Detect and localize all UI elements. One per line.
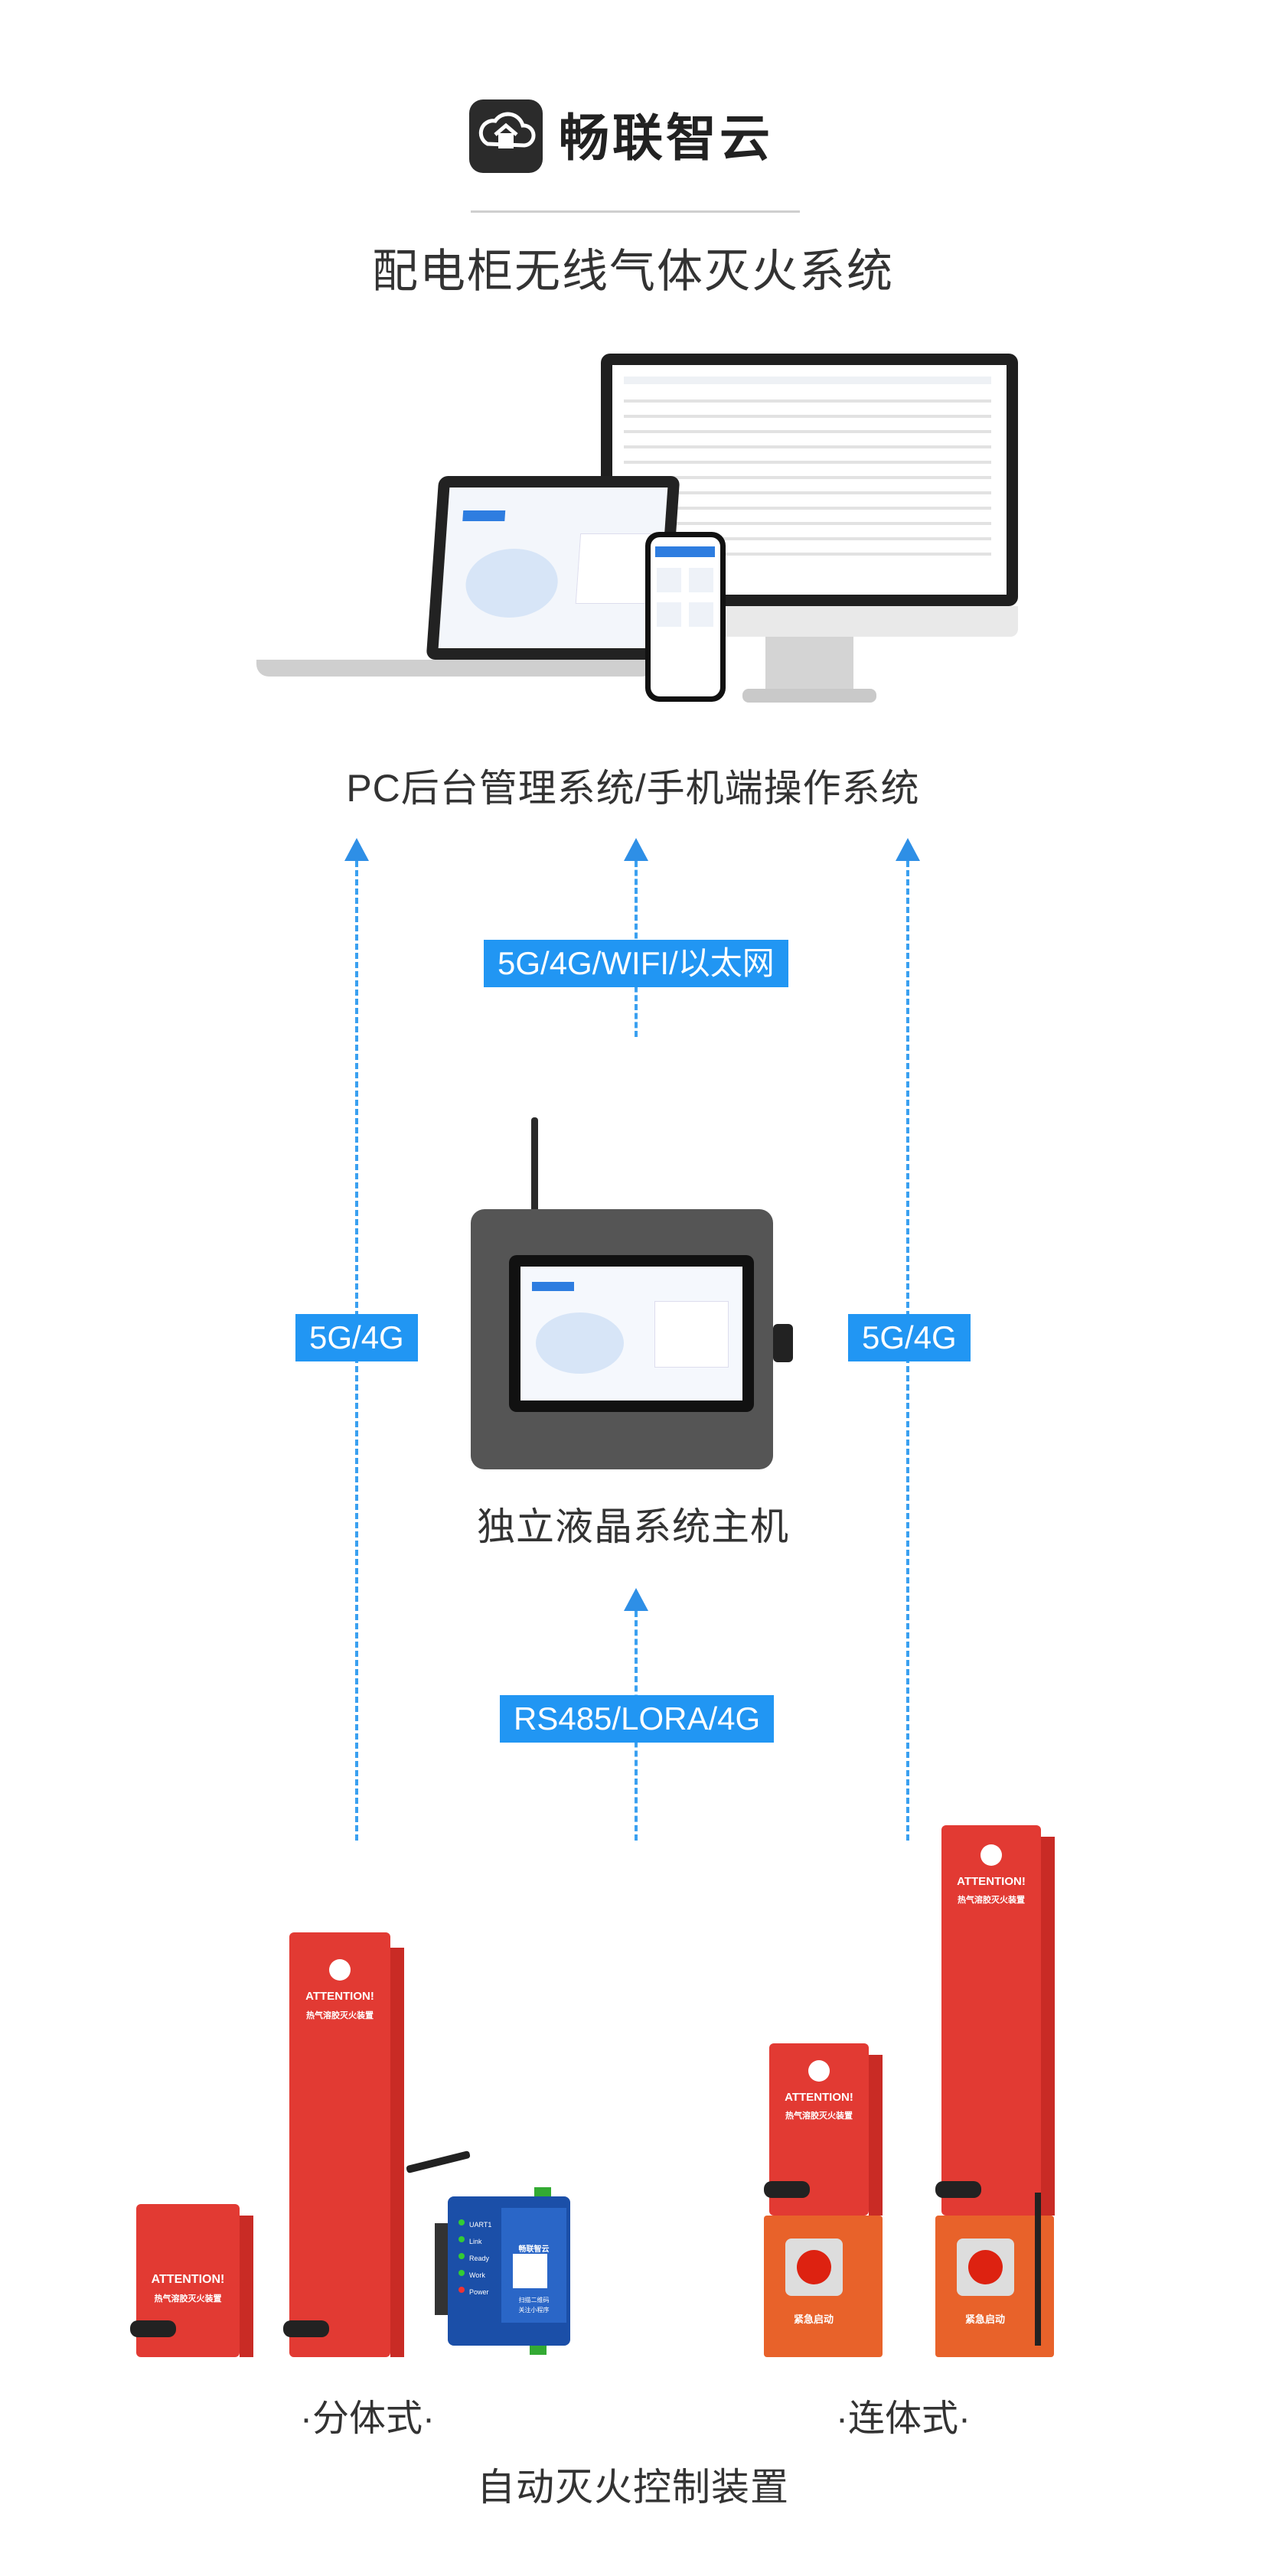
fire-logo-icon: [808, 2060, 830, 2082]
monitor-stand: [765, 637, 853, 694]
emergency-button[interactable]: [797, 2250, 831, 2284]
led-icon: [458, 2270, 465, 2276]
arrow-up-icon: [624, 838, 648, 861]
antenna: [1035, 2193, 1041, 2346]
header-divider: [471, 210, 800, 213]
emergency-base: 紧急启动: [935, 2216, 1054, 2357]
led-icon: [458, 2219, 465, 2225]
laptop-base: [256, 660, 654, 677]
cylinder-name: 热气溶胶灭火装置: [785, 2111, 853, 2121]
attention-label: ATTENTION!: [957, 1875, 1026, 1888]
split-type-label: ·分体式·: [300, 2398, 435, 2439]
cylinder-side: [240, 2216, 253, 2357]
dtu-brand: 畅联智云: [518, 2245, 550, 2254]
laptop-screen: [438, 487, 668, 648]
dtu-bracket: [435, 2223, 450, 2315]
fire-logo-icon: [980, 1844, 1002, 1866]
cylinder-name: 热气溶胶灭火装置: [306, 2011, 374, 2020]
tag-left: 5G/4G: [295, 1314, 418, 1361]
cylinder-side: [390, 1948, 404, 2357]
bottom-caption: 自动灭火控制装置: [477, 2466, 789, 2509]
host-caption: 独立液晶系统主机: [477, 1505, 789, 1548]
dtu-module: UART1 Link Ready Work Power 畅联智云 扫描二维码 关…: [448, 2196, 570, 2346]
key-icon: [773, 1324, 793, 1362]
tall-extinguisher: ATTENTION! 热气溶胶灭火装置: [289, 1932, 390, 2357]
dtu-scan: 扫描二维码: [518, 2297, 550, 2304]
qr-code-icon: [513, 2254, 547, 2288]
nozzle-icon: [935, 2181, 981, 2198]
terminal-block: [530, 2346, 547, 2355]
combined-type-label: ·连体式·: [836, 2398, 971, 2439]
cylinder-side: [869, 2055, 883, 2216]
dtu-antenna: [406, 2150, 471, 2174]
arrow-up-icon: [896, 838, 920, 861]
terminal-block: [534, 2187, 551, 2196]
cylinder-side: [1041, 1837, 1055, 2216]
emergency-label: 紧急启动: [793, 2314, 834, 2325]
arrow-up-icon: [624, 1588, 648, 1611]
brand-logo-icon: [469, 99, 543, 173]
cylinder-name: 热气溶胶灭火装置: [154, 2294, 222, 2304]
attention-label: ATTENTION!: [305, 1990, 374, 2003]
led-icon: [458, 2287, 465, 2293]
pc-caption: PC后台管理系统/手机端操作系统: [346, 767, 920, 810]
tag-network: 5G/4G/WIFI/以太网: [484, 940, 788, 987]
brand-name: 畅联智云: [559, 109, 773, 166]
cylinder-name: 热气溶胶灭火装置: [958, 1896, 1025, 1905]
emergency-label: 紧急启动: [964, 2314, 1005, 2325]
tag-right: 5G/4G: [848, 1314, 971, 1361]
nozzle-icon: [130, 2320, 176, 2337]
fire-logo-icon: [329, 1959, 351, 1981]
arrow-up-icon: [344, 838, 369, 861]
led-labels: UART1 Link Ready Work Power: [469, 2221, 492, 2296]
nozzle-icon: [283, 2320, 329, 2337]
antenna: [531, 1117, 538, 1232]
tag-bus: RS485/LORA/4G: [500, 1695, 775, 1743]
emergency-button[interactable]: [968, 2250, 1003, 2284]
dtu-scan2: 关注小程序: [518, 2307, 550, 2314]
led-icon: [458, 2253, 465, 2259]
nozzle-icon: [764, 2181, 810, 2198]
attention-label: ATTENTION!: [785, 2091, 853, 2104]
combined-tall-cylinder: ATTENTION! 热气溶胶灭火装置: [941, 1825, 1041, 2216]
attention-label: ATTENTION!: [151, 2273, 225, 2286]
monitor-base: [742, 689, 876, 703]
page-title: 配电柜无线气体灭火系统: [372, 246, 894, 297]
emergency-base: 紧急启动: [764, 2216, 883, 2357]
controller-screen: [520, 1267, 742, 1400]
led-icon: [458, 2236, 465, 2242]
phone-screen: [651, 537, 720, 696]
